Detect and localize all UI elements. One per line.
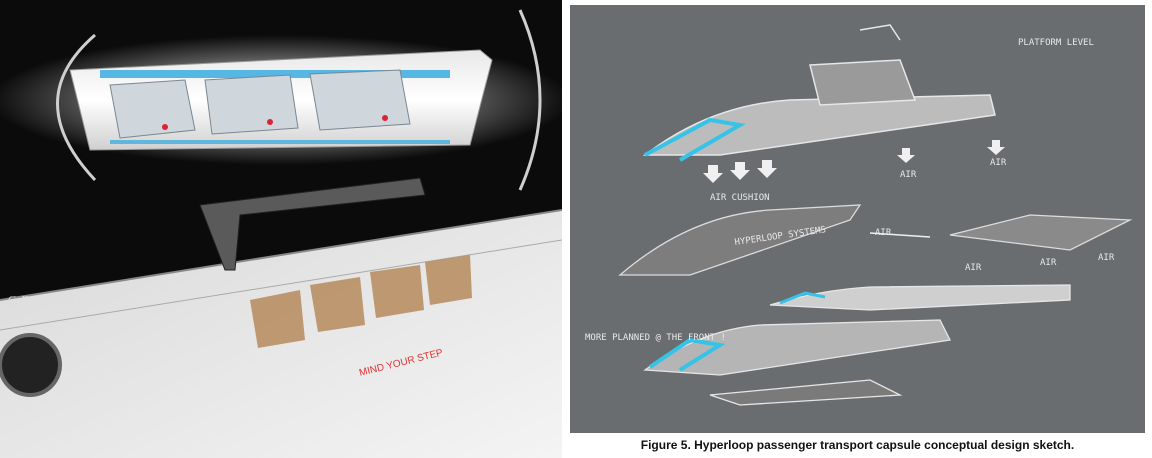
ring-arc-right [518, 9, 542, 191]
figure-caption: Figure 5. Hyperloop passenger transport … [640, 438, 1075, 452]
rendering-illustration: C. F. Kahn 2013 MIND YOUR STEP [0, 0, 562, 458]
label-air-6: AIR [1098, 253, 1115, 263]
sketch-illustration: PLATFORM LEVEL AIR CUSHION AIR AIR AIR A… [570, 5, 1145, 433]
label-air-5: AIR [1040, 258, 1057, 268]
label-air-cushion: AIR CUSHION [710, 193, 770, 203]
label-air-3: AIR [875, 228, 892, 238]
sketch-capsule-row2 [618, 204, 1133, 276]
wood-seats [250, 255, 472, 348]
label-air-2: AIR [990, 158, 1007, 168]
artist-signature: C. F. Kahn 2013 [8, 294, 81, 306]
capsule-lid [199, 177, 426, 271]
sketch-capsule-row4 [643, 319, 951, 406]
label-air-4: AIR [965, 263, 982, 273]
hyperloop-rendering: C. F. Kahn 2013 MIND YOUR STEP [0, 0, 562, 458]
label-platform-level: PLATFORM LEVEL [1018, 38, 1094, 48]
label-note: MORE PLANNED @ THE FRONT ! [585, 333, 726, 343]
capsule-nose [0, 333, 62, 397]
sketch-capsule-row3 [769, 284, 1071, 311]
ring-arc-left [56, 33, 97, 182]
label-air-1: AIR [900, 170, 917, 180]
sketch-capsule-main [642, 24, 996, 162]
air-flow-arrow [869, 232, 931, 238]
air-arrows [703, 140, 1005, 183]
hyperloop-sketch: PLATFORM LEVEL AIR CUSHION AIR AIR AIR A… [570, 5, 1145, 433]
capsule-upper [69, 49, 493, 151]
